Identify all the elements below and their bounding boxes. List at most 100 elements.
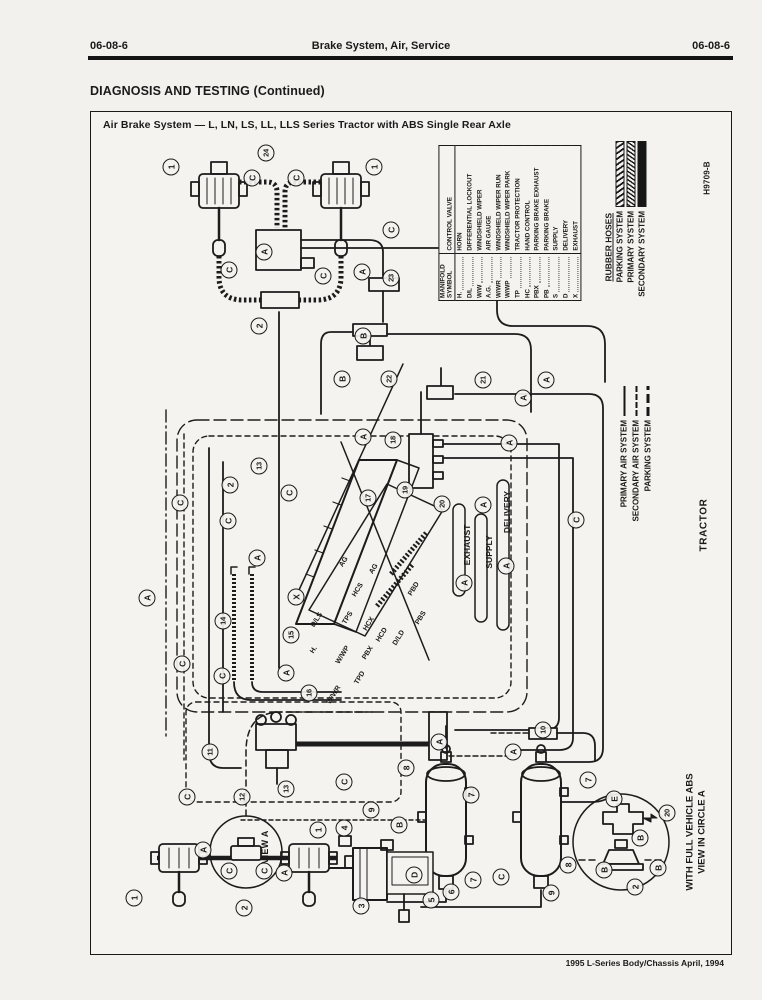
callout-b: B <box>354 327 372 345</box>
callout-a: A <box>497 557 515 575</box>
callout-c: C <box>219 512 237 530</box>
callout-22: 22 <box>380 370 398 388</box>
port-label-ag: AG <box>368 562 380 576</box>
callout-a: A <box>504 743 522 761</box>
line-legend-item: PARKING SYSTEM <box>644 386 653 570</box>
callout-9: 9 <box>362 801 380 819</box>
callout-a: A <box>455 574 473 592</box>
callout-17: 17 <box>359 489 377 507</box>
callout-19: 19 <box>396 481 414 499</box>
rubber-hose-legend-title: RUBBER HOSES <box>603 213 614 282</box>
callout-14: 14 <box>214 612 232 630</box>
callout-8: 8 <box>397 759 415 777</box>
callout-20: 20 <box>433 495 451 513</box>
callout-a: A <box>248 549 266 567</box>
port-label-hcd: HCD <box>375 626 389 644</box>
figure-title: Air Brake System — L, LN, LS, LL, LLS Se… <box>103 119 511 131</box>
page-number-right: 06-08-6 <box>692 40 730 52</box>
callout-a: A <box>275 864 293 882</box>
callout-a: A <box>138 589 156 607</box>
callout-1: 1 <box>365 158 383 176</box>
port-label-pbs: PBS <box>414 610 428 626</box>
callout-1: 1 <box>309 821 327 839</box>
callout-1: 1 <box>162 158 180 176</box>
callout-c: C <box>171 494 189 512</box>
callout-a: A <box>537 371 555 389</box>
duct-label-exhaust: EXHAUST <box>462 524 472 566</box>
callout-3: 3 <box>352 897 370 915</box>
manifold-table-row: A.G.AIR GAUGE <box>484 145 495 301</box>
port-label-hcs: HCS <box>351 581 365 599</box>
callout-c: C <box>314 267 332 285</box>
longdash-line-swatch <box>646 386 650 416</box>
abs-circle-detail <box>560 793 670 891</box>
callout-7: 7 <box>579 771 597 789</box>
port-label-wwp: W/WP <box>334 644 352 666</box>
port-label-dld: D/LD <box>391 629 407 647</box>
port-label-pbd: PBD <box>407 580 421 598</box>
port-label-ag: AG <box>338 555 350 569</box>
callout-2: 2 <box>235 899 253 917</box>
callout-20: 20 <box>658 804 676 822</box>
callout-13: 13 <box>277 780 295 798</box>
callout-b: B <box>649 859 667 877</box>
callout-16: 16 <box>300 684 318 702</box>
callout-15: 15 <box>282 626 300 644</box>
dashed-line-swatch <box>635 386 637 416</box>
duct-label-delivery: DELIVERY <box>502 490 512 534</box>
callout-a: A <box>514 389 532 407</box>
callout-c: C <box>220 261 238 279</box>
callout-4: 4 <box>335 819 353 837</box>
page-title: Brake System, Air, Service <box>311 40 451 52</box>
port-label-tpd: TPD <box>353 670 367 686</box>
callout-18: 18 <box>384 431 402 449</box>
view-a-detail <box>150 711 376 907</box>
port-label-tps: TPS <box>341 610 355 626</box>
callout-8: 8 <box>559 856 577 874</box>
callout-12: 12 <box>233 788 251 806</box>
callout-a: A <box>194 841 212 859</box>
callout-e: E <box>605 790 623 808</box>
callout-23: 23 <box>382 269 400 287</box>
manifold-col1-header: MANIFOLD SYMBOL <box>438 253 456 301</box>
port-label-h: H. <box>309 645 319 655</box>
callout-a: A <box>255 243 273 261</box>
callout-1: 1 <box>125 889 143 907</box>
callout-x: X <box>287 588 305 606</box>
callout-d: D <box>405 866 423 884</box>
callout-a: A <box>277 664 295 682</box>
callout-9: 9 <box>542 884 560 902</box>
figure-box: Air Brake System — L, LN, LS, LL, LLS Se… <box>90 111 732 955</box>
callout-c: C <box>220 862 238 880</box>
hatch-hose-swatch <box>615 141 625 207</box>
callout-2: 2 <box>626 878 644 896</box>
callout-c: C <box>243 169 261 187</box>
duct-label-supply: SUPPLY <box>484 535 494 569</box>
callout-b: B <box>595 861 613 879</box>
hose-legend-item: PARKING SYSTEM <box>615 141 625 327</box>
callout-c: C <box>382 221 400 239</box>
port-label-wwr: W/WR <box>325 684 343 706</box>
air-tank-right <box>512 744 569 889</box>
figure-id: H9709-B <box>702 161 712 195</box>
callout-a: A <box>354 428 372 446</box>
abs-note: WITH FULL VEHICLE ABS VIEW IN CIRCLE A <box>684 773 708 891</box>
callout-b: B <box>631 829 649 847</box>
callout-21: 21 <box>474 371 492 389</box>
tractor-label: TRACTOR <box>698 498 710 552</box>
port-label-pbx: PBX <box>361 645 375 661</box>
